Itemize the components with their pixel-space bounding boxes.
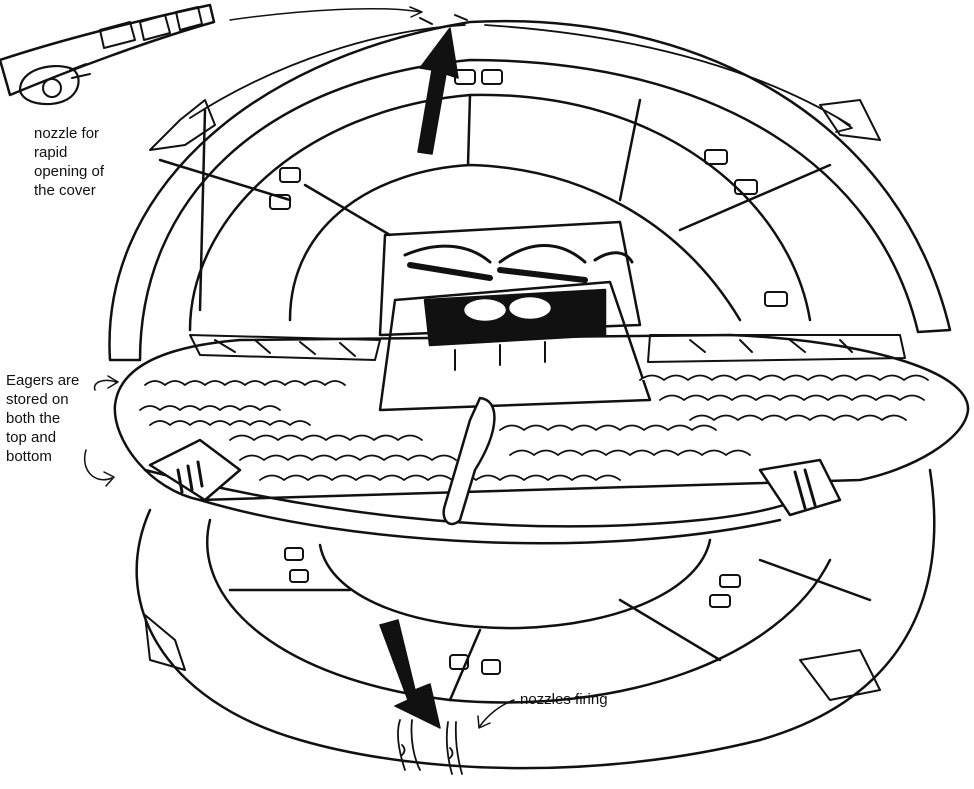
bottom-cover-hole <box>318 538 712 630</box>
firing-pointer <box>479 699 515 727</box>
bottom-cover-outer-rim <box>135 468 936 770</box>
top-cover-hole <box>288 163 742 322</box>
deck-outer-rim <box>113 333 970 502</box>
deck-rail-left <box>189 334 381 361</box>
eagers-pointer-top <box>93 379 117 391</box>
deck-rail-right <box>647 334 906 363</box>
eagers-pointer-bottom <box>83 449 113 481</box>
deck-front-bottom <box>198 498 782 545</box>
arrow-up-icon <box>417 27 459 155</box>
cover-motion-arc-right <box>484 24 851 126</box>
hangar-deck <box>113 333 970 545</box>
bottom-cover-windows <box>284 547 741 675</box>
inset-pointer <box>229 8 421 21</box>
bottom-cover <box>135 468 936 775</box>
nozzles-firing-label: nozzles firing <box>520 691 608 708</box>
nozzle-cover-label: nozzle for rapid opening of the cover <box>34 125 105 199</box>
inset-nozzle <box>18 64 80 106</box>
firing-nozzles <box>397 719 463 775</box>
central-tower <box>378 220 652 412</box>
eagers-storage-label: Eagers are stored on both the top and bo… <box>6 372 80 465</box>
launch-rail <box>442 396 496 526</box>
nozzle-detail-inset <box>0 3 423 106</box>
side-vent-left <box>148 438 242 502</box>
cover-nozzles <box>149 14 881 151</box>
top-cover-outer-rim <box>108 19 952 362</box>
top-cover-panel-lines <box>158 93 832 312</box>
arrow-down-icon <box>379 619 441 729</box>
cover-motion-arc-left <box>189 24 466 119</box>
egg-rows <box>139 374 929 481</box>
bottom-cover-panel-lines <box>228 558 872 702</box>
